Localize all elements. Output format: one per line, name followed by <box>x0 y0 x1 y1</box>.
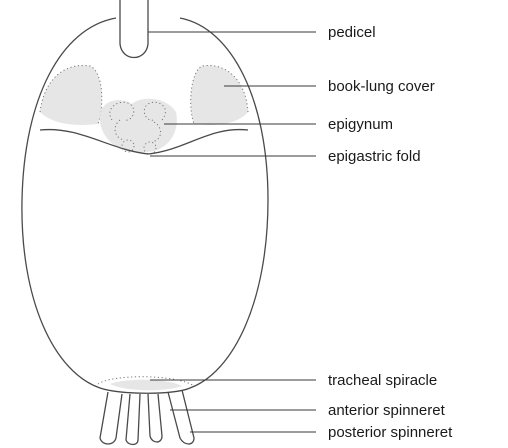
label-epigastric-fold: epigastric fold <box>328 148 421 165</box>
label-posterior-spinneret: posterior spinneret <box>328 424 453 441</box>
label-pedicel: pedicel <box>328 24 376 41</box>
anterior-spinneret-right <box>126 394 140 445</box>
labels: pedicel book-lung cover epigynum epigast… <box>328 24 453 441</box>
posterior-spinneret <box>168 390 194 444</box>
book-lung-cover-right <box>191 65 248 124</box>
label-epigynum: epigynum <box>328 116 393 133</box>
label-anterior-spinneret: anterior spinneret <box>328 402 446 419</box>
pedicel-stalk <box>120 0 148 58</box>
anterior-spinneret-left <box>100 392 122 444</box>
spinnerets <box>100 390 194 445</box>
label-book-lung-cover: book-lung cover <box>328 78 435 95</box>
median-spinneret <box>148 394 162 442</box>
abdomen <box>22 0 268 393</box>
label-tracheal-spiracle: tracheal spiracle <box>328 372 437 389</box>
tracheal-spiracle-shade <box>110 380 182 391</box>
